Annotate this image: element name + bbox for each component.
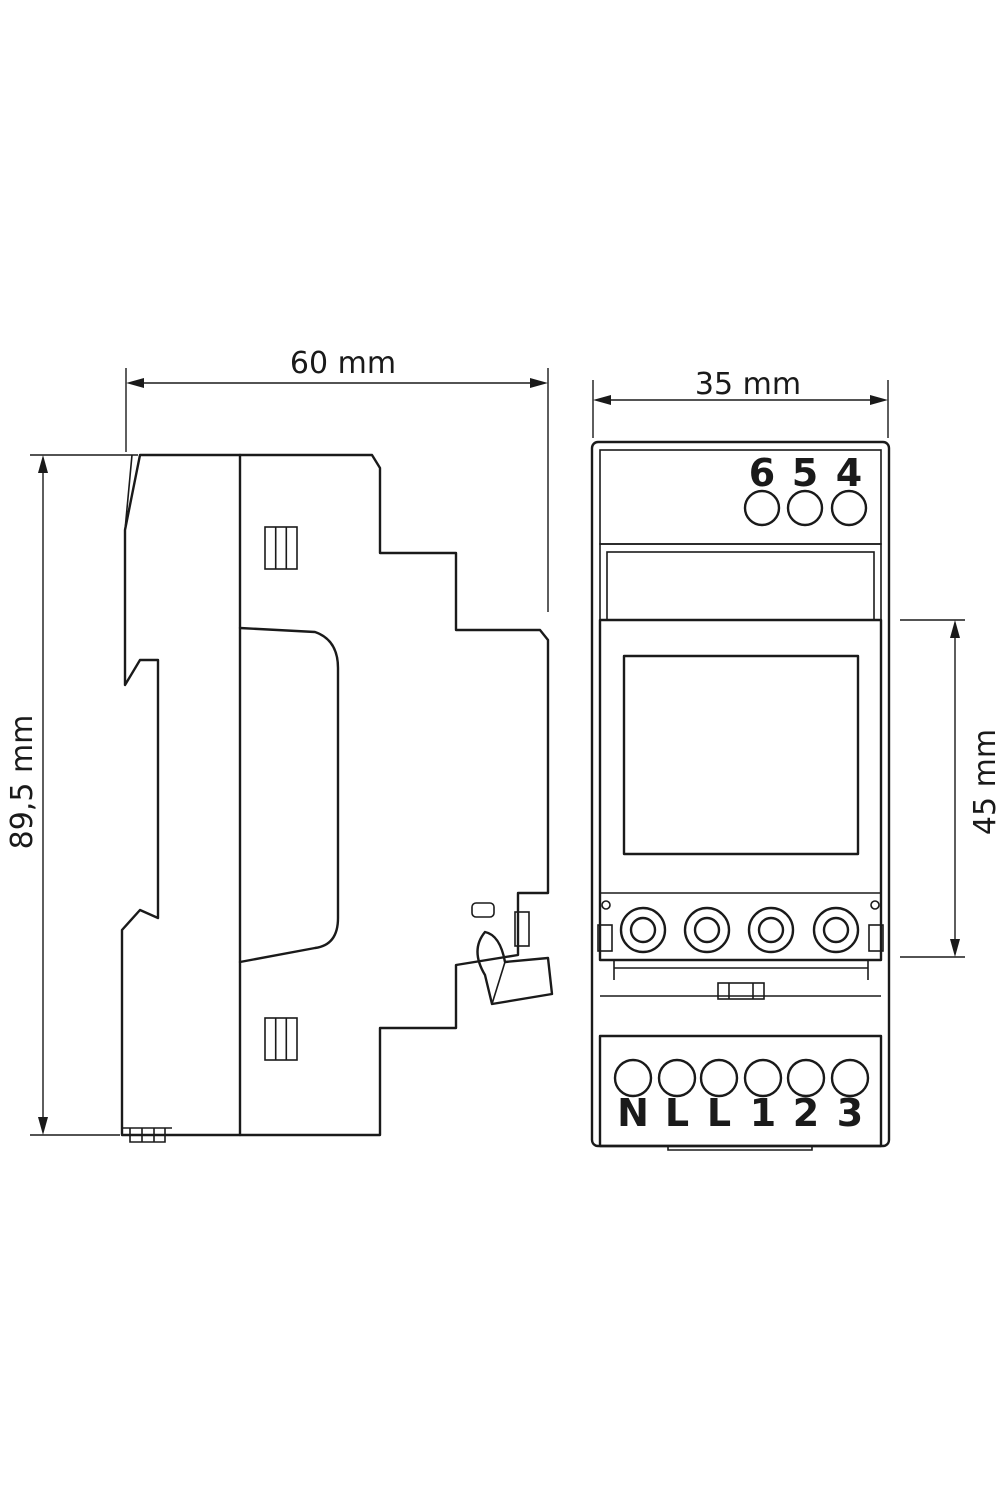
base-tab xyxy=(667,1146,813,1151)
bottom-vent xyxy=(264,1017,298,1061)
height-dimension: 89,5 mm xyxy=(5,454,138,1136)
rail-guides xyxy=(600,959,881,1000)
terminal-screw-icon xyxy=(786,489,824,527)
bottom-terminal-screws xyxy=(613,1058,870,1098)
terminal-screw-icon xyxy=(786,1058,826,1098)
arrow-up-icon xyxy=(38,455,48,473)
bottom-terminal-labels: N L L 1 2 3 xyxy=(617,1091,863,1135)
terminal-label-5: 5 xyxy=(792,451,818,495)
terminal-screw-icon xyxy=(657,1058,697,1098)
side-view xyxy=(120,453,554,1143)
arrow-up-icon xyxy=(950,620,960,638)
terminal-label-4: 4 xyxy=(836,451,862,495)
window-height-dimension: 45 mm xyxy=(900,619,1000,958)
terminal-screw-icon xyxy=(743,1058,783,1098)
front-view: 6 5 4 N L L 1 2 3 xyxy=(590,440,891,1151)
control-button-icon xyxy=(822,916,850,944)
arrow-down-icon xyxy=(38,1117,48,1135)
width-dimension: 60 mm xyxy=(125,346,549,612)
top-terminal-labels: 6 5 4 xyxy=(749,451,862,495)
terminal-screw-icon xyxy=(830,1058,870,1098)
terminal-screw-icon xyxy=(743,489,781,527)
control-button-outer xyxy=(812,906,860,954)
top-vent xyxy=(264,526,298,570)
side-view-panel xyxy=(238,626,340,964)
control-button-icon xyxy=(693,916,721,944)
screw-icon xyxy=(601,900,611,910)
terminal-label-2: 2 xyxy=(793,1091,819,1135)
arrow-left-icon xyxy=(593,395,611,405)
control-buttons xyxy=(619,906,860,954)
top-terminal-screws xyxy=(743,489,868,527)
height-dimension-label: 89,5 mm xyxy=(5,715,40,850)
front-upper-band xyxy=(599,543,882,621)
terminal-label-6: 6 xyxy=(749,451,775,495)
arrow-down-icon xyxy=(950,939,960,957)
control-button-icon xyxy=(629,916,657,944)
control-button-outer xyxy=(747,906,795,954)
front-view-outline xyxy=(590,440,891,1148)
din-latch xyxy=(471,902,554,1006)
bottom-terminal-block xyxy=(598,1034,883,1148)
arrow-right-icon xyxy=(530,378,548,388)
terminal-label-L2: L xyxy=(707,1091,731,1135)
window-height-dimension-label: 45 mm xyxy=(968,729,1000,835)
side-view-chamfer xyxy=(124,454,133,531)
base-foot xyxy=(122,1127,172,1143)
arrow-right-icon xyxy=(870,395,888,405)
terminal-screw-icon xyxy=(699,1058,739,1098)
terminal-label-3: 3 xyxy=(837,1091,863,1135)
terminal-screw-icon xyxy=(830,489,868,527)
front-width-dimension-label: 35 mm xyxy=(695,367,801,402)
screw-icon xyxy=(870,900,880,910)
control-button-icon xyxy=(757,916,785,944)
terminal-screw-icon xyxy=(613,1058,653,1098)
front-width-dimension: 35 mm xyxy=(592,367,889,438)
terminal-label-1: 1 xyxy=(750,1091,776,1135)
terminal-label-N: N xyxy=(617,1091,649,1135)
width-dimension-label: 60 mm xyxy=(290,346,396,381)
terminal-label-L1: L xyxy=(665,1091,689,1135)
arrow-left-icon xyxy=(126,378,144,388)
control-button-outer xyxy=(683,906,731,954)
side-view-outline xyxy=(120,453,550,1137)
lcd-display xyxy=(622,654,860,856)
control-button-outer xyxy=(619,906,667,954)
